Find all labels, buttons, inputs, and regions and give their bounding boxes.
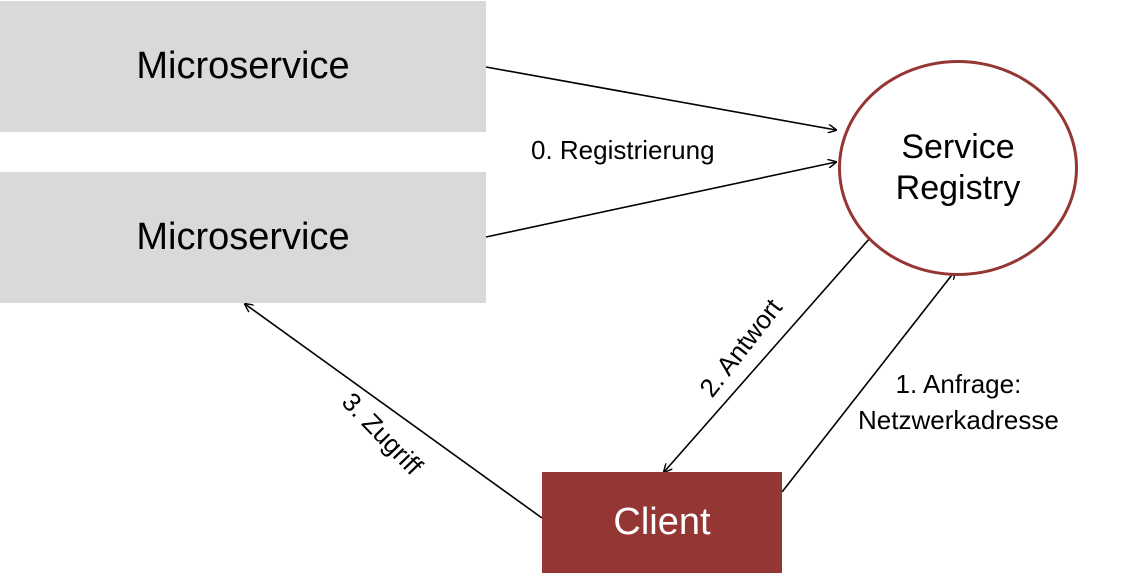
request-label-line-1: 1. Anfrage: <box>895 369 1022 399</box>
request-label: 1. Anfrage: Netzwerkadresse <box>858 366 1059 439</box>
registration-arrow-2 <box>485 162 836 238</box>
registration-arrow-1 <box>485 66 836 130</box>
microservice-label-1: Microservice <box>136 45 350 87</box>
client-box: Client <box>542 472 782 573</box>
request-arrow <box>781 271 955 493</box>
request-label-line-2: Netzwerkadresse <box>858 405 1059 436</box>
microservice-label-2: Microservice <box>136 216 350 258</box>
client-label: Client <box>613 501 711 543</box>
registry-label-line-1: Service <box>901 127 1015 166</box>
access-arrow <box>245 304 543 519</box>
registration-label: 0. Registrierung <box>531 135 715 165</box>
microservice-box-1: Microservice <box>0 1 486 132</box>
service-registry-node: Service Registry <box>838 60 1078 276</box>
microservice-box-2: Microservice <box>0 172 486 303</box>
registry-label-line-2: Registry <box>895 169 1021 207</box>
response-arrow <box>664 237 871 472</box>
